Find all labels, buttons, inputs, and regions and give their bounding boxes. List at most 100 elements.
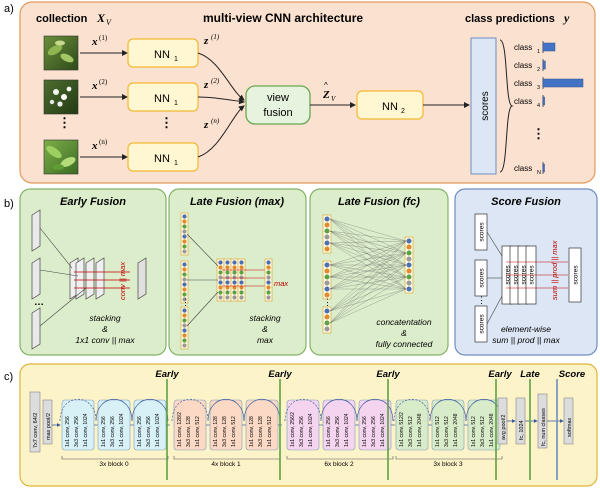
conv-layer-label: 1x1 conv, 2048 [489,413,495,447]
feature-unit [232,270,237,275]
svg-text:scores: scores [573,265,580,285]
feature-unit [232,285,237,290]
fused-feature-symbol: Z [322,89,330,101]
class-subscript: 4 [537,103,540,109]
conv-layer-label: 1x1 conv, 512 [231,416,237,447]
feature-unit [406,262,412,268]
feature-unit [218,270,223,275]
early-label-4: Early [488,369,512,380]
svg-text:scores: scores [521,265,528,285]
block-name-label: 6x block 2 [324,461,354,468]
feature-unit [218,260,223,265]
feature-unit [182,313,187,318]
feature-unit [324,314,330,320]
feature-unit [218,295,223,300]
stacked-vector-2 [223,258,232,302]
stem-pool-box [42,399,53,445]
nn2-label: NN [382,101,398,113]
score-fusion-caption-1: element-wise [501,324,551,334]
feature-symbol-2: z [203,79,209,91]
plant-image-n [43,139,79,175]
feature-unit [239,290,244,295]
nn1-label-n: NN [154,153,170,165]
architecture-title: multi-view CNN architecture [203,11,363,25]
feature-unit [324,268,330,274]
class-label: class [514,43,532,52]
feature-unit [239,275,244,280]
feature-unit [182,229,187,234]
feature-unit [324,262,330,268]
collection-label: collection [36,13,88,25]
feature-unit [182,292,187,297]
feature-unit [324,246,330,252]
svg-text:scores: scores [479,268,486,288]
score-fusion-diagram: sum || prod || max scoresscoresscores⋮sc… [474,213,582,343]
feature-symbol-n: z [203,119,209,131]
view-vector-1 [180,212,189,256]
feature-unit [239,280,244,285]
feature-superscript-1: (1) [211,33,220,41]
conv-layer-label: 1x1 conv, 256 [137,416,143,447]
feature-unit [406,280,412,286]
scores-box [470,37,497,175]
feature-unit [182,219,187,224]
nn1-subscript-n: 1 [174,160,178,167]
conv-layer-label: 1x1 conv, 1024 [380,413,386,447]
feature-unit [218,285,223,290]
late-label: Late [520,369,540,380]
view-vector-n [180,306,189,350]
resnet-blocks: 1x1 conv, 256 3x3 conv, 256 1x1 conv, 1024… [52,398,504,468]
feature-superscript-2: (2) [211,77,220,85]
score-label: Score [559,369,586,380]
conv-layer-label: 3x3 conv, 512 [480,416,486,447]
skip-connection [429,398,467,422]
nn1-subscript-2: 1 [174,100,178,107]
feature-unit [406,256,412,262]
avg-pool-label: avg pool/2 [501,415,507,440]
class-brace [499,39,514,173]
block-name-label: 3x block 0 [99,461,129,468]
late-fusion-max-op-label: max [274,279,288,288]
conv-layer-label: 3x3 conv, 512 [408,416,414,447]
class-bar [542,78,584,88]
feature-unit [182,234,187,239]
svg-text:scores: scores [479,314,486,334]
skip-connection [284,398,322,422]
early-label-2: Early [268,369,292,380]
nn1-label-1: NN [154,49,170,61]
feature-unit [324,234,330,240]
feature-unit [406,274,412,280]
score-fusion-op-label: sum || prod || max [550,240,559,300]
skip-connection [171,398,209,422]
feature-unit [182,239,187,244]
nn1-label-2: NN [154,93,170,105]
plant-image-1 [43,35,79,71]
svg-text:scores: scores [479,222,486,242]
class-bar [542,42,556,52]
conv-layer-label: 3x3 conv, 128 [186,416,192,447]
late-fusion-max-caption-2: & [262,324,268,334]
conv-layer-label: 3x3 conv, 256 [74,416,80,447]
conv-layer-label: 1x1 conv, 1024 [344,413,350,447]
softmax-label: softmax [567,417,573,437]
conv-layer-label: 1x1 conv, 256 [101,416,107,447]
stem-conv-box [29,391,41,453]
fc-view-vector-2 [322,260,332,300]
feature-unit [225,295,230,300]
early-fusion-caption-2: & [102,324,108,334]
conv-layer-label: 1x1 conv, 512 [471,416,477,447]
fused-feature-hat: ^ [324,81,328,90]
feature-symbol-1: z [203,35,209,47]
feature-unit [225,285,230,290]
feature-unit [182,214,187,219]
class-bar [542,60,546,70]
collection-subscript: V [106,18,112,27]
feature-unit [266,260,271,265]
view-scores-box-2: scores [474,259,488,297]
feature-unit [239,295,244,300]
max-output-vector [264,258,273,302]
block-name-label: 3x block 3 [433,461,463,468]
